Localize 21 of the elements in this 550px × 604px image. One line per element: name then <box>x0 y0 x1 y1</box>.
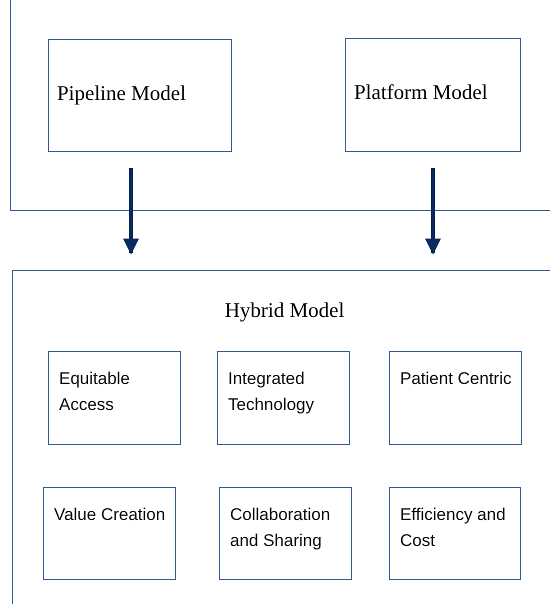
model-box <box>389 351 522 445</box>
arrow <box>425 168 441 255</box>
model-box <box>48 39 232 152</box>
container-box <box>12 270 550 604</box>
model-box <box>389 487 521 580</box>
box-label: Equitable Access <box>59 368 131 416</box>
arrow <box>123 168 139 255</box>
container-box <box>10 0 550 211</box>
model-box <box>48 351 181 445</box>
model-box <box>217 351 350 445</box>
box-label: Patient Centric <box>400 368 512 390</box>
box-label: Efficiency and Cost <box>400 504 507 552</box>
box-label: Value Creation <box>54 504 166 526</box>
model-box <box>345 38 521 152</box>
model-box <box>219 487 352 580</box>
box-label: Integrated Technology <box>228 368 316 416</box>
box-label: Pipeline Model <box>57 80 187 106</box>
box-label: Collaboration and Sharing <box>230 504 332 552</box>
model-box <box>43 487 176 580</box>
group-heading: Hybrid Model <box>224 297 346 324</box>
box-label: Platform Model <box>354 79 489 106</box>
